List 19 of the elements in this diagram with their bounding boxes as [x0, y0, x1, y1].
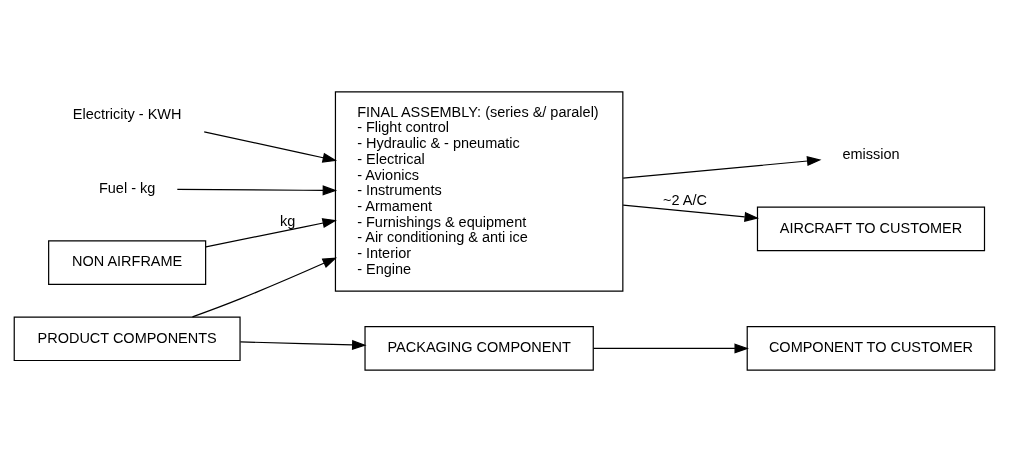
node-text: emission [842, 145, 900, 162]
arrow [592, 343, 749, 354]
node-box: FINAL ASSEMBLY: (series &/ paralel) - Flight control - Hydraulic & - pneumatic - Electrical - Avionics - Instruments - Armament - Furnishings & equipment - Air conditioning & anti ice - Interior - Engine [334, 91, 624, 292]
edge-label: ~2 A/C [663, 192, 707, 209]
node-text: Electricity - KWH [72, 106, 182, 123]
node-box: PRODUCT COMPONENTS [13, 316, 241, 362]
arrow [622, 204, 759, 222]
node-box: AIRCRAFT TO CUSTOMER [756, 206, 986, 252]
edge-label: kg [280, 212, 296, 229]
arrow [203, 131, 338, 163]
arrow [239, 339, 367, 351]
node-text: Fuel - kg [98, 179, 156, 196]
arrow [176, 185, 338, 196]
node-box: PACKAGING COMPONENT [364, 326, 594, 371]
arrow [622, 156, 822, 179]
node-box: COMPONENT TO CUSTOMER [746, 326, 996, 371]
arrow [205, 218, 337, 248]
arrow [191, 257, 338, 318]
node-box: NON AIRFRAME [48, 240, 207, 286]
